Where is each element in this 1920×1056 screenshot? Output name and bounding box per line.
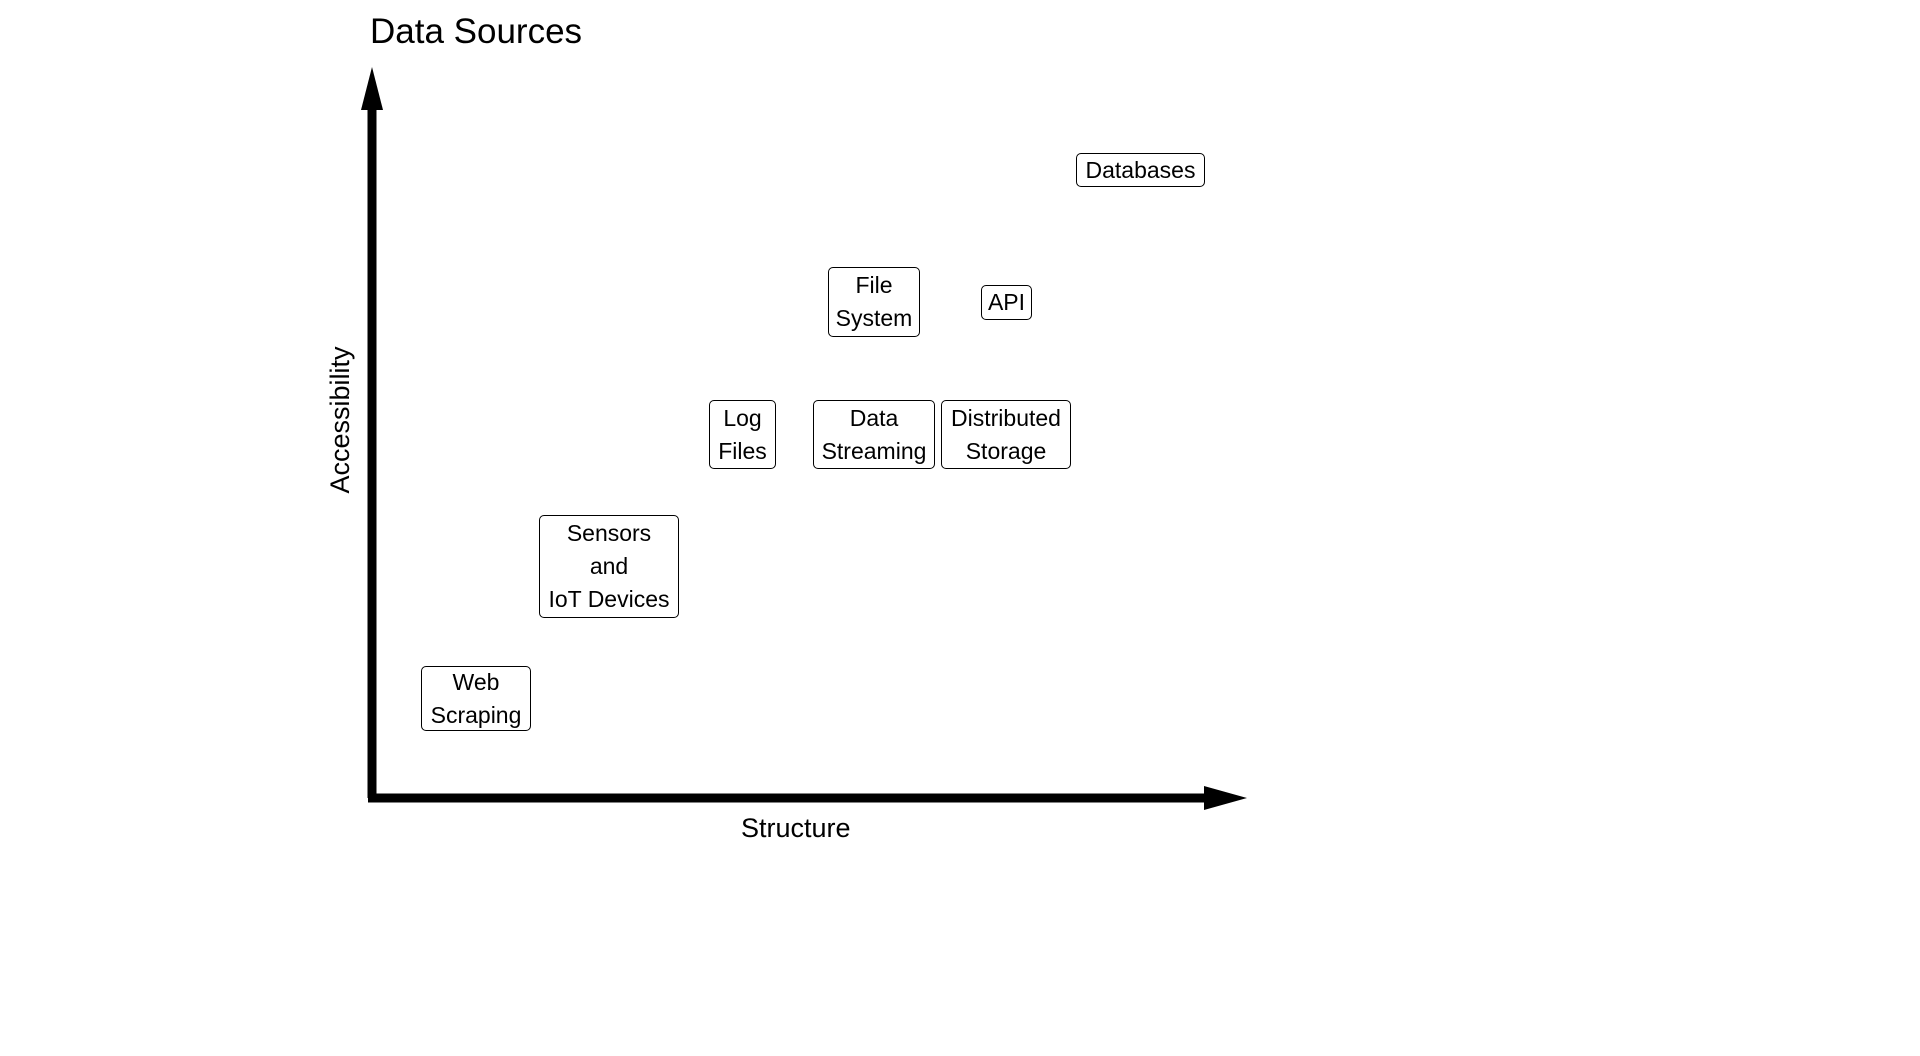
node-sensors-iot[interactable]: Sensors and IoT Devices (539, 515, 679, 618)
node-databases[interactable]: Databases (1076, 153, 1205, 187)
node-data-streaming[interactable]: Data Streaming (813, 400, 935, 469)
node-sensors-iot-line-1: Sensors (566, 520, 652, 546)
node-api[interactable]: API (981, 285, 1032, 320)
node-log-files[interactable]: Log Files (709, 400, 776, 469)
node-log-files-line-1: Log (723, 404, 762, 431)
node-distributed-storage-line-1: Distributed (951, 404, 1061, 431)
node-file-system[interactable]: File System (828, 267, 920, 337)
x-axis-arrowhead (1204, 786, 1247, 810)
node-databases-line-1: Databases (1085, 156, 1196, 183)
node-file-system-line-2: System (835, 305, 913, 331)
node-data-streaming-line-2: Streaming (821, 437, 927, 464)
node-web-scraping-line-1: Web (452, 668, 500, 695)
page-title: Data Sources (370, 12, 583, 51)
node-sensors-iot-line-3: IoT Devices (548, 586, 670, 612)
node-distributed-storage[interactable]: Distributed Storage (941, 400, 1071, 469)
node-web-scraping[interactable]: Web Scraping (421, 666, 531, 731)
y-axis-label: Accessibility (325, 346, 355, 494)
node-log-files-line-2: Files (718, 437, 767, 464)
node-data-streaming-line-1: Data (849, 404, 899, 431)
node-distributed-storage-line-2: Storage (965, 437, 1047, 464)
node-file-system-line-1: File (855, 272, 893, 298)
node-api-line-1: API (987, 289, 1026, 315)
x-axis-label: Structure (741, 813, 851, 843)
node-web-scraping-line-2: Scraping (430, 701, 522, 728)
y-axis-arrowhead (361, 67, 383, 110)
node-sensors-iot-line-2: and (589, 553, 629, 579)
